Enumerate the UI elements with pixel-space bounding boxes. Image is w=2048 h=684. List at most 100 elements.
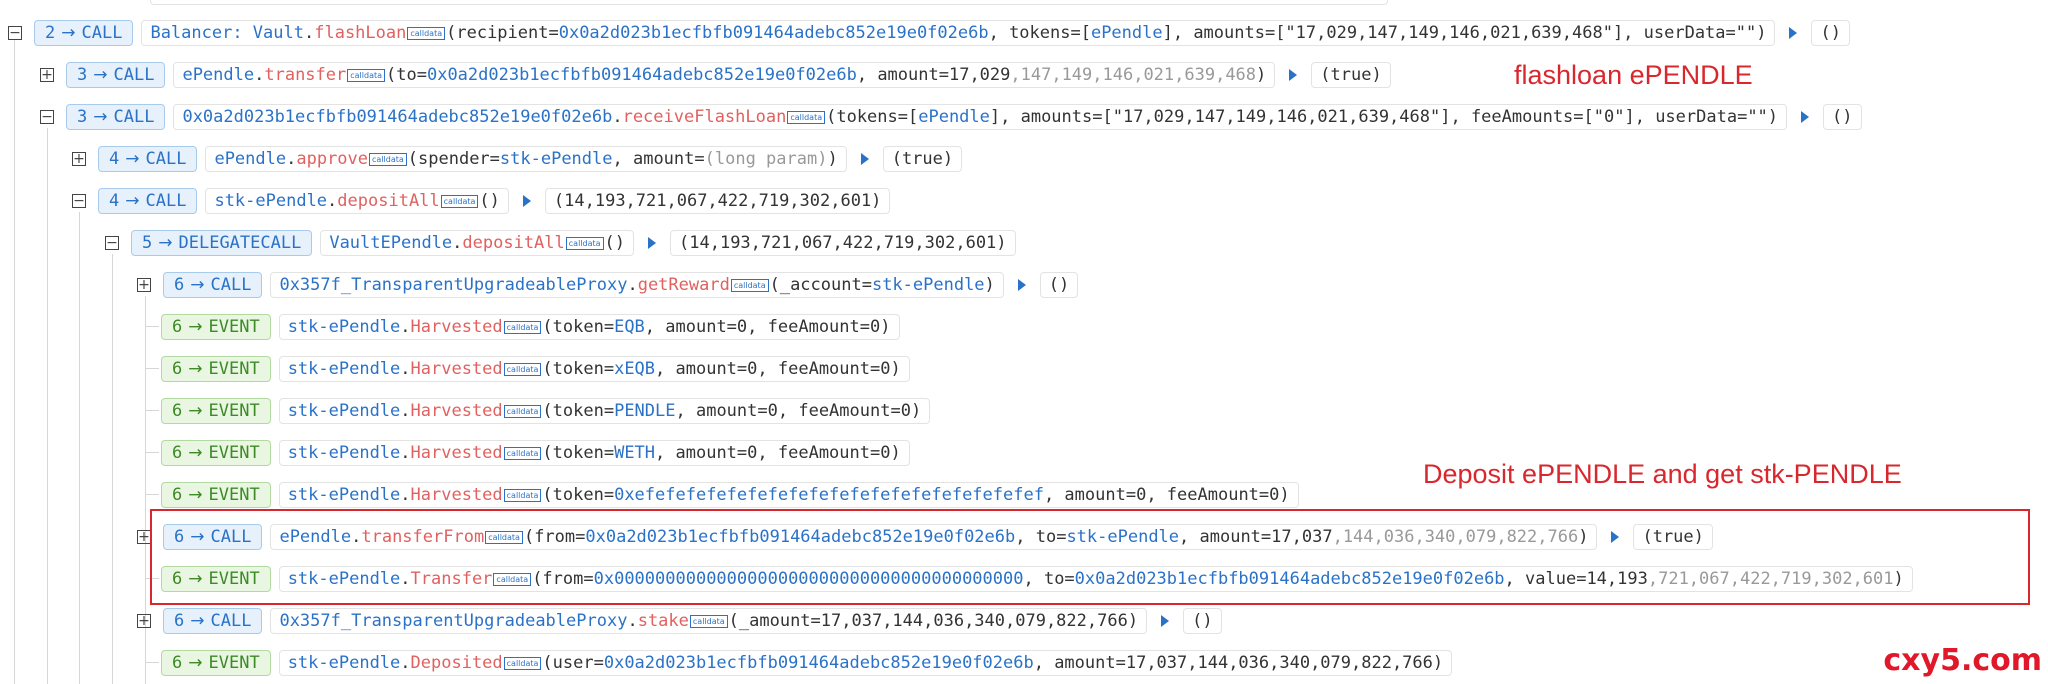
calldata-button[interactable]: calldata	[730, 278, 769, 292]
address-link[interactable]: stk-ePendle	[871, 275, 985, 295]
call-badge: 4→CALL	[98, 146, 198, 172]
call-badge: 6→CALL	[163, 272, 263, 298]
contract-name[interactable]: 0x357f_TransparentUpgradeableProxy	[279, 275, 628, 295]
expand-toggle[interactable]: +	[137, 529, 151, 545]
event-name: Harvested	[410, 317, 503, 337]
return-value: (true)	[1633, 524, 1713, 550]
calldata-button[interactable]: calldata	[503, 488, 542, 502]
calldata-button[interactable]: calldata	[503, 320, 542, 334]
contract-name[interactable]: stk-ePendle	[287, 317, 401, 337]
function-name: approve	[296, 149, 369, 169]
event-name: Harvested	[410, 443, 503, 463]
address-link[interactable]: 0x0a2d023b1ecfbfb091464adebc852e19e0f02e…	[426, 65, 857, 85]
contract-name[interactable]: ePendle	[279, 527, 352, 547]
calldata-button[interactable]: calldata	[503, 362, 542, 376]
contract-name[interactable]: stk-ePendle	[287, 653, 401, 673]
calldata-button[interactable]: calldata	[503, 656, 542, 670]
calldata-button[interactable]: calldata	[369, 152, 407, 166]
token-link[interactable]: 0xefefefefefefefefefefefefefefefefefefef…	[614, 485, 1044, 505]
calldata-button[interactable]: calldata	[485, 530, 523, 544]
calldata-button[interactable]: calldata	[787, 110, 826, 124]
address-link[interactable]: stk-ePendle	[1066, 527, 1180, 547]
event-badge: 6→EVENT	[161, 314, 271, 340]
expand-toggle[interactable]: +	[137, 277, 151, 293]
call-badge: 3→CALL	[66, 62, 166, 88]
calldata-button[interactable]: calldata	[493, 572, 532, 586]
contract-name[interactable]: 0x0a2d023b1ecfbfb091464adebc852e19e0f02e…	[182, 107, 613, 127]
tree-guide-line	[145, 296, 146, 684]
address-link[interactable]: 0x0a2d023b1ecfbfb091464adebc852e19e0f02e…	[585, 527, 1016, 547]
collapse-toggle[interactable]: −	[72, 193, 86, 209]
address-link[interactable]: 0x0a2d023b1ecfbfb091464adebc852e19e0f02e…	[1074, 569, 1505, 589]
contract-name[interactable]: stk-ePendle	[287, 359, 401, 379]
token-link[interactable]: WETH	[614, 443, 656, 463]
expand-return-icon[interactable]	[1289, 69, 1298, 81]
event-name: Deposited	[410, 653, 503, 673]
contract-name[interactable]: ePendle	[214, 149, 287, 169]
contract-name[interactable]: stk-ePendle	[287, 569, 401, 589]
event-name: Harvested	[410, 485, 503, 505]
expand-return-icon[interactable]	[522, 195, 531, 207]
address-link[interactable]: 0x00000000000000000000000000000000000000…	[593, 569, 1024, 589]
contract-name[interactable]: VaultEPendle	[329, 233, 453, 253]
address-link[interactable]: stk-ePendle	[499, 149, 613, 169]
expand-toggle[interactable]: +	[72, 151, 86, 167]
expand-return-icon[interactable]	[860, 153, 869, 165]
return-value: ()	[1823, 104, 1862, 130]
event-badge: 6→EVENT	[161, 482, 271, 508]
token-link[interactable]: xEQB	[614, 359, 656, 379]
call-signature: 0x0a2d023b1ecfbfb091464adebc852e19e0f02e…	[173, 104, 1788, 130]
calldata-button[interactable]: calldata	[689, 614, 728, 628]
contract-name[interactable]: stk-ePendle	[287, 443, 401, 463]
contract-name[interactable]: stk-ePendle	[214, 191, 328, 211]
calldata-button[interactable]: calldata	[407, 26, 446, 40]
expand-toggle[interactable]: +	[40, 67, 54, 83]
watermark: cxy5.com	[1883, 643, 2042, 678]
calldata-button[interactable]: calldata	[503, 404, 542, 418]
call-badge: 4→CALL	[98, 188, 198, 214]
expand-return-icon[interactable]	[648, 237, 657, 249]
expand-return-icon[interactable]	[1017, 279, 1026, 291]
calldata-button[interactable]: calldata	[347, 68, 386, 82]
calldata-button[interactable]: calldata	[503, 446, 542, 460]
calldata-button[interactable]: calldata	[440, 194, 479, 208]
contract-name[interactable]: ePendle	[182, 65, 255, 85]
expand-return-icon[interactable]	[1789, 27, 1798, 39]
token-link[interactable]: PENDLE	[614, 401, 676, 421]
event-name: Transfer	[410, 569, 493, 589]
contract-name[interactable]: 0x357f_TransparentUpgradeableProxy	[279, 611, 628, 631]
collapse-toggle[interactable]: −	[105, 235, 119, 251]
expand-return-icon[interactable]	[1801, 111, 1810, 123]
collapse-toggle[interactable]: −	[8, 25, 22, 41]
collapse-toggle[interactable]: −	[40, 109, 54, 125]
function-name: stake	[637, 611, 689, 631]
call-badge: 3→CALL	[66, 104, 166, 130]
address-link[interactable]: 0x0a2d023b1ecfbfb091464adebc852e19e0f02e…	[603, 653, 1034, 673]
expand-return-icon[interactable]	[1161, 615, 1170, 627]
token-link[interactable]: EQB	[614, 317, 645, 337]
calldata-button[interactable]: calldata	[565, 236, 604, 250]
token-link[interactable]: ePendle	[1090, 23, 1163, 43]
contract-name[interactable]: stk-ePendle	[287, 401, 401, 421]
delegatecall-badge: 5→DELEGATECALL	[131, 230, 313, 256]
expand-return-icon[interactable]	[1611, 531, 1620, 543]
address-link[interactable]: 0x0a2d023b1ecfbfb091464adebc852e19e0f02e…	[558, 23, 989, 43]
contract-name[interactable]: Balancer: Vault	[150, 23, 304, 43]
call-signature: 0x357f_TransparentUpgradeableProxy.stake…	[270, 608, 1148, 634]
expand-toggle[interactable]: +	[137, 613, 151, 629]
token-link[interactable]: ePendle	[918, 107, 990, 127]
contract-name[interactable]: stk-ePendle	[287, 485, 401, 505]
clipped-row-remnant	[150, 0, 1388, 5]
